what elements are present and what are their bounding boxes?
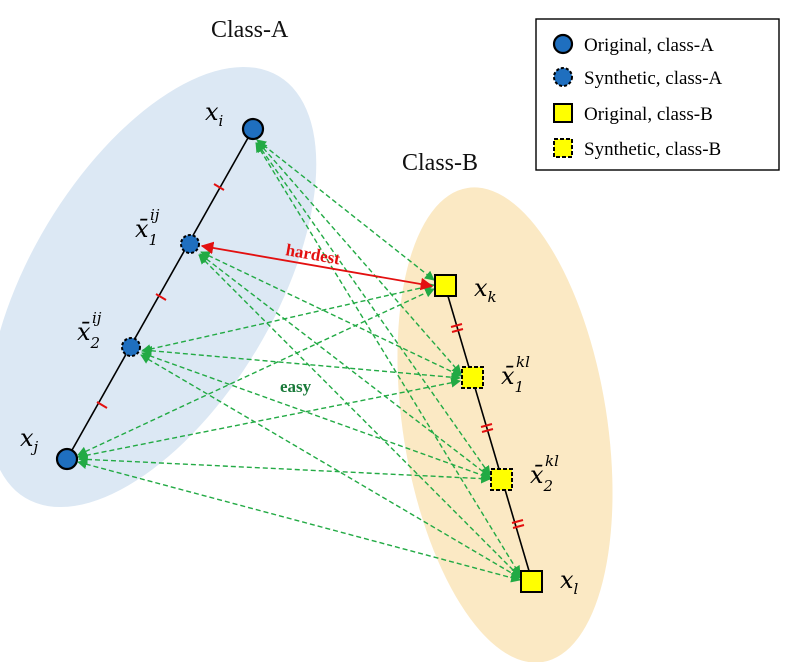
- svg-text:ij: ij: [92, 309, 102, 327]
- node-xi: [241, 117, 265, 141]
- label-xj: xj: [20, 424, 39, 456]
- svg-text:x̄1: x̄1: [135, 215, 158, 249]
- svg-text:x̄1: x̄1: [501, 362, 524, 396]
- label-x2kl: x̄2 kl: [530, 452, 559, 495]
- class-b-region: [397, 187, 613, 662]
- svg-text:x̄2: x̄2: [530, 461, 553, 495]
- square-solid-icon: [553, 103, 573, 123]
- legend-item-original-class-b: Original, class-B: [553, 103, 713, 125]
- class-b-title: Class-B: [402, 150, 478, 176]
- svg-text:ij: ij: [150, 206, 160, 224]
- legend-item-synthetic-class-a: Synthetic, class-A: [553, 67, 723, 89]
- label-xk: xk: [474, 274, 497, 306]
- arrow-xj-x1kl: [77, 377, 461, 461]
- circle-solid-icon: [552, 33, 574, 55]
- node-xj: [55, 447, 79, 471]
- node-xl: [520, 570, 543, 593]
- svg-text:kl: kl: [545, 452, 559, 470]
- svg-text:x̄2: x̄2: [77, 318, 100, 352]
- label-x1ij: x̄1 ij: [135, 206, 160, 249]
- easy-pair-arrows: [77, 139, 521, 583]
- easy-label: easy: [280, 377, 312, 396]
- arrow-xj-xl: [77, 459, 521, 583]
- legend: Original, class-A Synthetic, class-A Ori…: [535, 18, 780, 171]
- class-a-region: [0, 66, 317, 508]
- node-x1kl: [461, 366, 484, 389]
- svg-text:Original, class-A: Original, class-A: [584, 35, 714, 56]
- svg-text:kl: kl: [516, 353, 530, 371]
- label-x2ij: x̄2 ij: [77, 309, 102, 352]
- circle-dashed-icon: [553, 67, 573, 87]
- legend-item-original-class-a: Original, class-A: [552, 33, 714, 56]
- node-xk: [434, 274, 457, 297]
- svg-text:Synthetic, class-B: Synthetic, class-B: [584, 139, 721, 160]
- node-x2ij: [121, 337, 141, 357]
- class-a-title: Class-A: [211, 17, 289, 43]
- arrow-xi-xl: [255, 142, 521, 576]
- legend-item-synthetic-class-b: Synthetic, class-B: [553, 138, 721, 160]
- svg-text:Original, class-B: Original, class-B: [584, 104, 713, 125]
- legend-box: [535, 18, 780, 171]
- node-x1ij: [180, 234, 200, 254]
- node-x2kl: [490, 468, 513, 491]
- square-dashed-icon: [553, 138, 573, 158]
- label-xi: xi: [205, 98, 224, 130]
- svg-text:Synthetic, class-A: Synthetic, class-A: [584, 68, 723, 89]
- label-x1kl: x̄1 kl: [501, 353, 530, 396]
- hardest-pair-arrow: [200, 241, 434, 291]
- label-xl: xl: [560, 566, 579, 598]
